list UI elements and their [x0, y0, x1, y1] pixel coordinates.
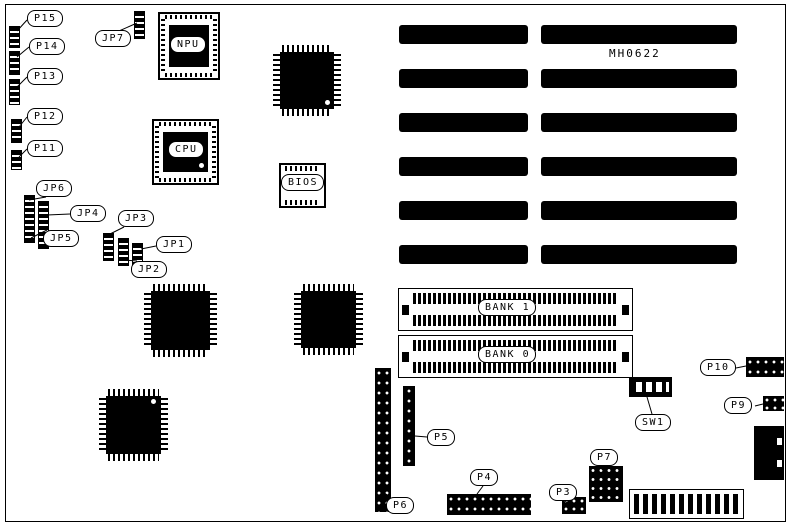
pin1-dot — [199, 163, 204, 168]
connector-p15 — [9, 26, 20, 48]
isa-slot-segment — [399, 157, 528, 176]
dip-switch-sw1 — [629, 377, 672, 397]
connector-p6 — [375, 368, 391, 512]
isa-slot-segment — [399, 113, 528, 132]
label-jp5: JP5 — [43, 230, 79, 247]
jumper-block — [103, 233, 114, 261]
isa-slot-segment — [541, 25, 737, 44]
jumper-block — [24, 195, 35, 243]
label-sw1: SW1 — [635, 414, 671, 431]
connector-p9 — [763, 396, 784, 411]
label-npu: NPU — [170, 36, 206, 53]
isa-slot-segment — [541, 113, 737, 132]
label-jp2: JP2 — [131, 261, 167, 278]
isa-slot-segment — [399, 25, 528, 44]
label-p9: P9 — [724, 397, 753, 414]
label-bank1: BANK 1 — [478, 299, 537, 316]
connector-p7 — [589, 466, 623, 502]
connector-p4 — [447, 494, 531, 515]
label-p7: P7 — [590, 449, 619, 466]
part-number: MH0622 — [609, 47, 661, 60]
label-p4: P4 — [470, 469, 499, 486]
chip-die — [301, 291, 356, 348]
connector-p13 — [9, 79, 20, 105]
connector-p14 — [9, 51, 20, 75]
label-jp1: JP1 — [156, 236, 192, 253]
isa-slot-segment — [399, 69, 528, 88]
label-p3: P3 — [549, 484, 578, 501]
jumper-block — [38, 201, 49, 249]
label-p10: P10 — [700, 359, 736, 376]
label-p15: P15 — [27, 10, 63, 27]
label-bios: BIOS — [281, 174, 325, 191]
label-p13: P13 — [27, 68, 63, 85]
cpu-socket — [152, 119, 219, 185]
label-p14: P14 — [29, 38, 65, 55]
label-jp6: JP6 — [36, 180, 72, 197]
label-p12: P12 — [27, 108, 63, 125]
bottom-right-connector — [629, 489, 744, 519]
isa-slot-segment — [399, 245, 528, 264]
isa-slot-segment — [541, 69, 737, 88]
isa-slot-segment — [541, 201, 737, 220]
label-bank0: BANK 0 — [478, 346, 537, 363]
connector-p5 — [403, 386, 415, 466]
label-jp4: JP4 — [70, 205, 106, 222]
ic-chip — [144, 284, 217, 357]
label-jp7: JP7 — [95, 30, 131, 47]
pin1-dot — [151, 399, 156, 404]
simm-socket-bank1 — [398, 288, 633, 331]
label-p6: P6 — [386, 497, 415, 514]
connector-p10 — [746, 357, 784, 377]
label-p5: P5 — [427, 429, 456, 446]
label-p11: P11 — [27, 140, 63, 157]
label-jp3: JP3 — [118, 210, 154, 227]
connector-p12 — [11, 119, 22, 143]
ic-chip — [273, 45, 341, 116]
ic-chip — [99, 389, 168, 461]
board-outline — [5, 4, 786, 522]
right-edge-connector — [754, 426, 784, 480]
chip-die — [151, 291, 210, 350]
isa-slot-segment — [399, 201, 528, 220]
connector-p11 — [11, 150, 22, 170]
jumper-jp7 — [134, 11, 145, 39]
isa-slot-segment — [541, 157, 737, 176]
isa-slot-segment — [541, 245, 737, 264]
pin1-dot — [325, 100, 330, 105]
chip-die — [280, 52, 334, 109]
ic-chip — [294, 284, 363, 355]
jumper-block — [118, 238, 129, 266]
label-cpu: CPU — [168, 141, 204, 158]
chip-die — [106, 396, 161, 454]
